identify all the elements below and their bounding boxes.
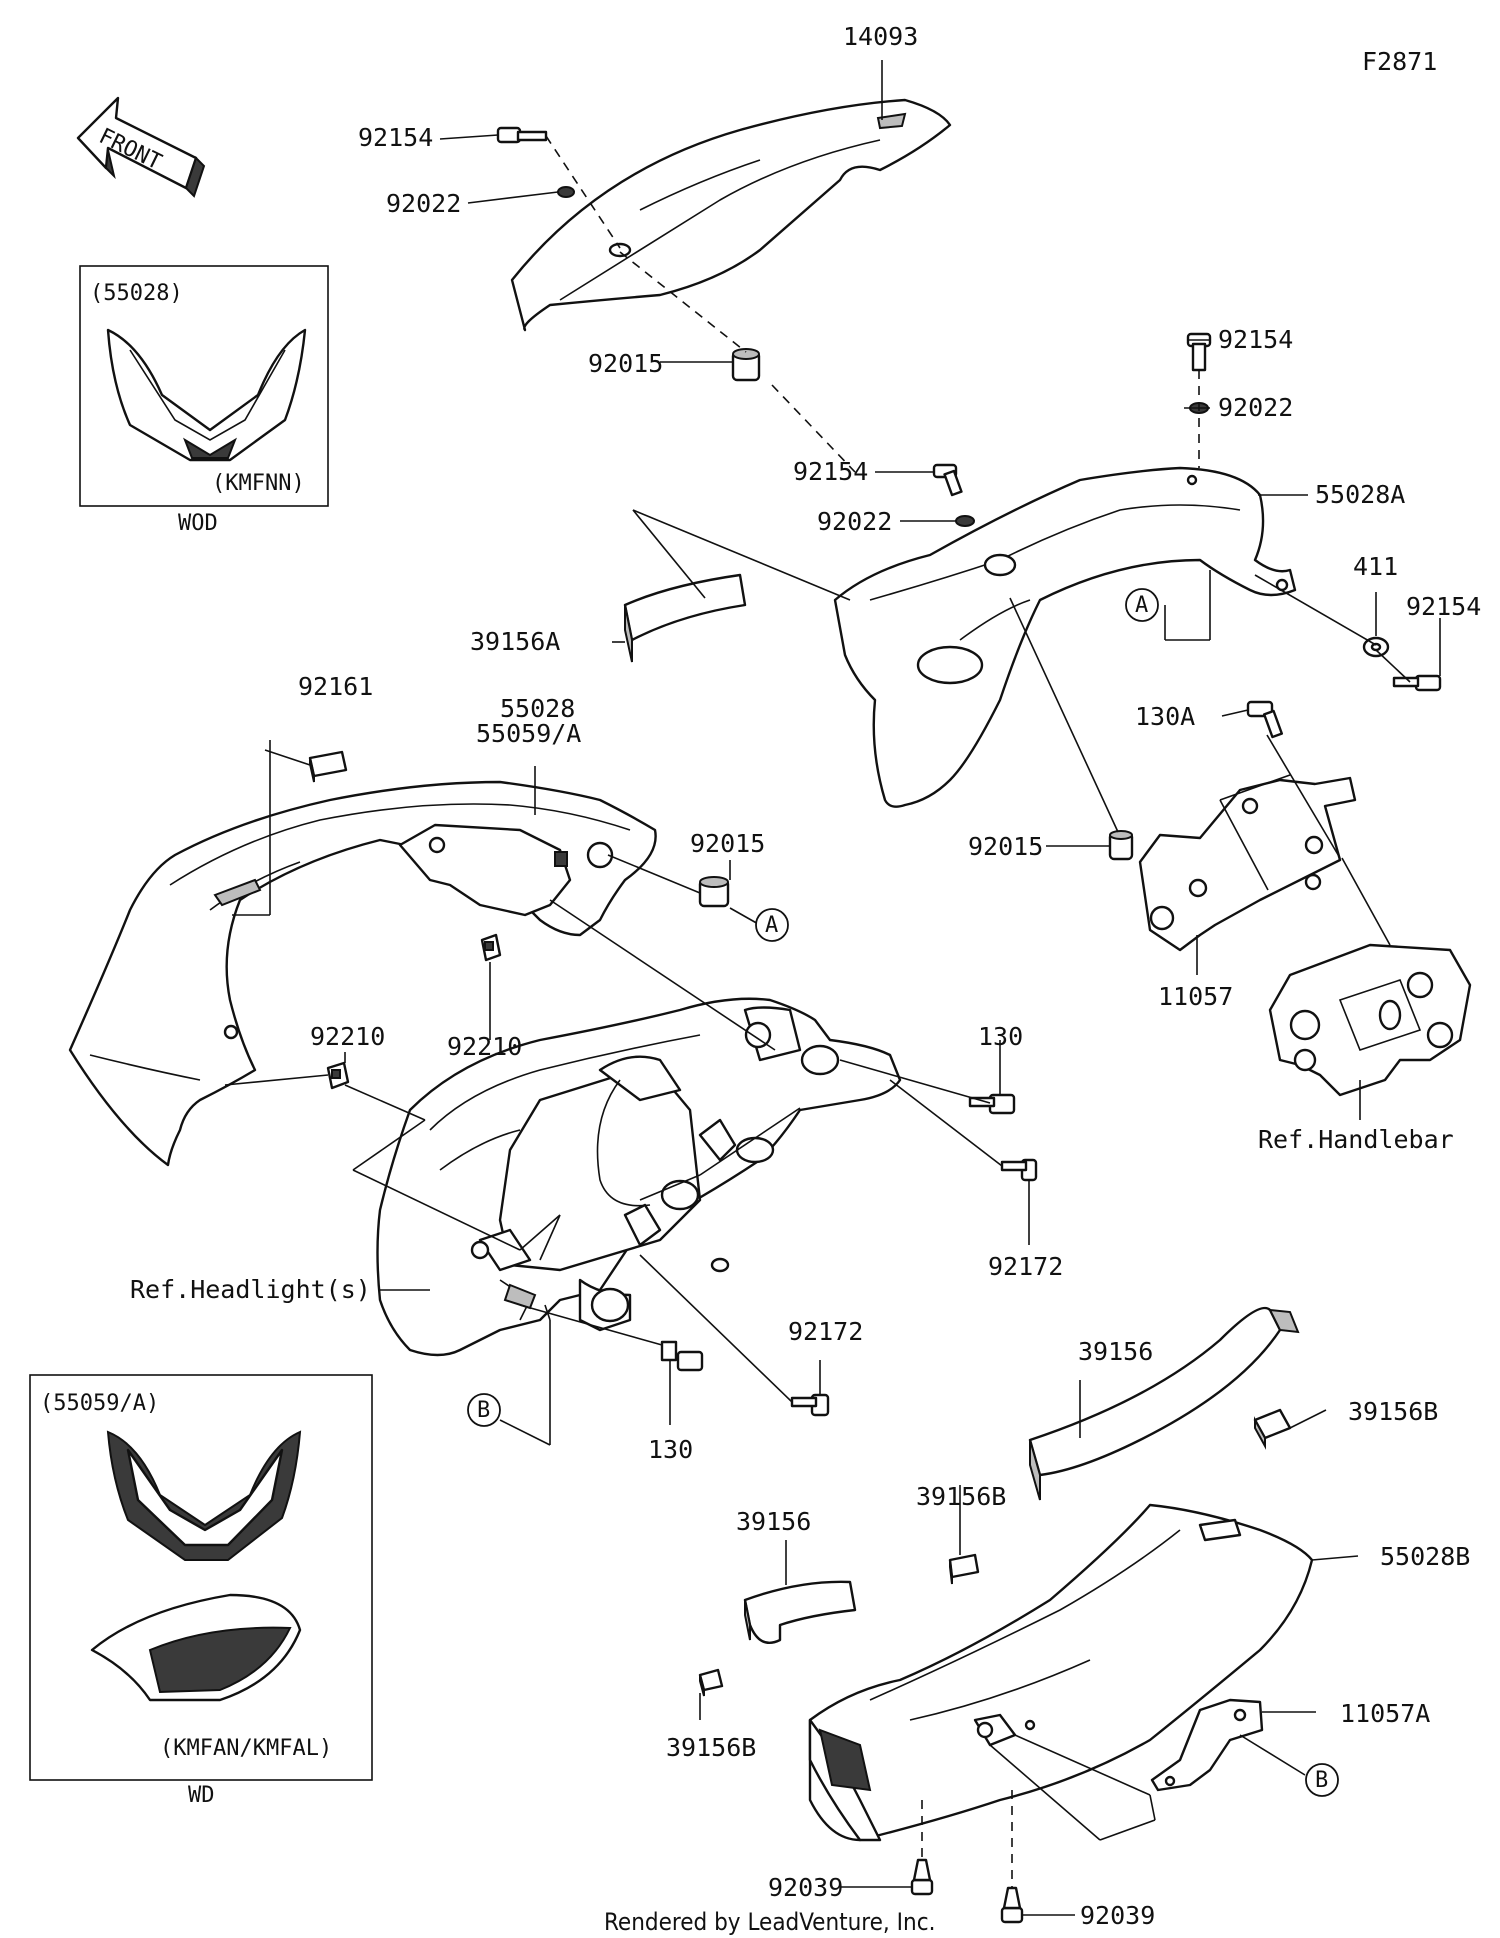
label-14093: 14093 <box>843 22 918 51</box>
svg-text:B: B <box>477 1398 490 1423</box>
inset-wod: (55028) (KMFNN) WOD <box>79 265 329 536</box>
label-92154-a: 92154 <box>358 123 433 152</box>
collar-92015-a <box>731 348 761 382</box>
label-39156B-c: 39156B <box>666 1733 756 1762</box>
label-11057: 11057 <box>1158 982 1233 1011</box>
clip-92210-a <box>326 1061 350 1090</box>
ref-headlight: Ref.Headlight(s) <box>130 1275 371 1304</box>
clip-92039-a <box>910 1858 934 1896</box>
pad-39156B-b <box>948 1553 980 1585</box>
washer-92022-c <box>955 515 975 527</box>
callout-b-1: B <box>467 1393 501 1427</box>
pad-39156-a <box>1028 1306 1300 1501</box>
bracket-11057 <box>1138 776 1357 952</box>
footer-credit: Rendered by LeadVenture, Inc. <box>604 1908 935 1936</box>
label-92015-a: 92015 <box>588 349 663 378</box>
inset-wod-caption: WOD <box>178 511 218 536</box>
label-39156B-a: 39156B <box>1348 1397 1438 1426</box>
bolt-92172-b <box>790 1393 830 1417</box>
callout-a-1: A <box>1125 588 1159 622</box>
label-92161: 92161 <box>298 672 373 701</box>
label-92015-c: 92015 <box>968 832 1043 861</box>
bolt-130-b <box>660 1340 704 1372</box>
label-55028B: 55028B <box>1380 1542 1470 1571</box>
label-55028A: 55028A <box>1315 480 1405 509</box>
part-labels: 14093 92154 92022 92015 92154 92022 9215… <box>130 22 1481 1930</box>
label-39156-b: 39156 <box>736 1507 811 1536</box>
bolt-130A <box>1246 700 1284 739</box>
inset-wd-caption: WD <box>188 1783 215 1808</box>
clip-92210-b <box>480 933 502 962</box>
bolt-92154-d <box>1392 674 1442 692</box>
inner-cover-55028A <box>833 466 1297 808</box>
washer-92022-a <box>557 186 575 198</box>
label-55028: 55028 <box>500 694 575 723</box>
windshield-cover-14093 <box>510 98 952 332</box>
bolt-130-a <box>968 1093 1016 1115</box>
svg-text:A: A <box>1135 593 1148 618</box>
label-92172-a: 92172 <box>988 1252 1063 1281</box>
label-130A: 130A <box>1135 702 1195 731</box>
headlight-assembly <box>376 997 902 1357</box>
front-arrow-icon: FRONT <box>76 96 206 198</box>
pad-39156B-c <box>698 1668 724 1697</box>
label-55059A: 55059/A <box>476 719 581 748</box>
label-92015-b: 92015 <box>690 829 765 858</box>
ref-handlebar: Ref.Handlebar <box>1258 1125 1454 1154</box>
svg-text:A: A <box>765 913 778 938</box>
label-92022-c: 92022 <box>817 507 892 536</box>
label-130-b: 130 <box>648 1435 693 1464</box>
callout-b-2: B <box>1305 1763 1339 1797</box>
callout-a-2: A <box>755 908 789 942</box>
collar-92015-b <box>698 876 730 908</box>
bolt-92172-a <box>1000 1158 1038 1182</box>
handlebar-holder <box>1268 943 1472 1097</box>
leader-lines <box>224 60 1441 1916</box>
collar-92015-c <box>1108 830 1134 861</box>
label-39156A: 39156A <box>470 627 560 656</box>
pad-39156B-a <box>1253 1408 1292 1450</box>
inset-wd-code: (55059/A) <box>40 1391 159 1416</box>
svg-text:B: B <box>1315 1768 1328 1793</box>
label-92154-c: 92154 <box>793 457 868 486</box>
label-92039-a: 92039 <box>768 1873 843 1902</box>
label-39156B-b: 39156B <box>916 1482 1006 1511</box>
label-92210-b: 92210 <box>447 1032 522 1061</box>
inset-wod-code: (55028) <box>90 281 183 306</box>
bolt-92154-c <box>932 463 963 497</box>
label-130-a: 130 <box>978 1022 1023 1051</box>
pad-39156-b <box>743 1580 857 1645</box>
clip-92039-b <box>1000 1886 1024 1924</box>
label-92039-b: 92039 <box>1080 1901 1155 1930</box>
front-cowl-55028 <box>68 780 657 1167</box>
inset-wd: (55059/A) (KMFAN/KMFAL) WD <box>29 1374 373 1808</box>
inset-wd-variant: (KMFAN/KMFAL) <box>160 1736 332 1761</box>
label-92022-b: 92022 <box>1218 393 1293 422</box>
cowl-wd-part <box>106 1430 302 1561</box>
label-92022-a: 92022 <box>386 189 461 218</box>
pad-92161 <box>308 750 348 783</box>
lower-cover-55028B <box>808 1503 1314 1842</box>
pad-39156A <box>623 573 747 663</box>
cowl-wod-part <box>106 328 307 462</box>
label-92154-d: 92154 <box>1406 592 1481 621</box>
inset-wod-variant: (KMFNN) <box>212 471 305 496</box>
label-11057A: 11057A <box>1340 1699 1430 1728</box>
label-92172-b: 92172 <box>788 1317 863 1346</box>
label-92210-a: 92210 <box>310 1022 385 1051</box>
label-39156-a: 39156 <box>1078 1337 1153 1366</box>
bracket-11057A <box>1150 1698 1264 1792</box>
bolt-92154-a <box>496 126 548 144</box>
label-411: 411 <box>1353 552 1398 581</box>
figure-code: F2871 <box>1362 47 1437 76</box>
label-92154-b: 92154 <box>1218 325 1293 354</box>
